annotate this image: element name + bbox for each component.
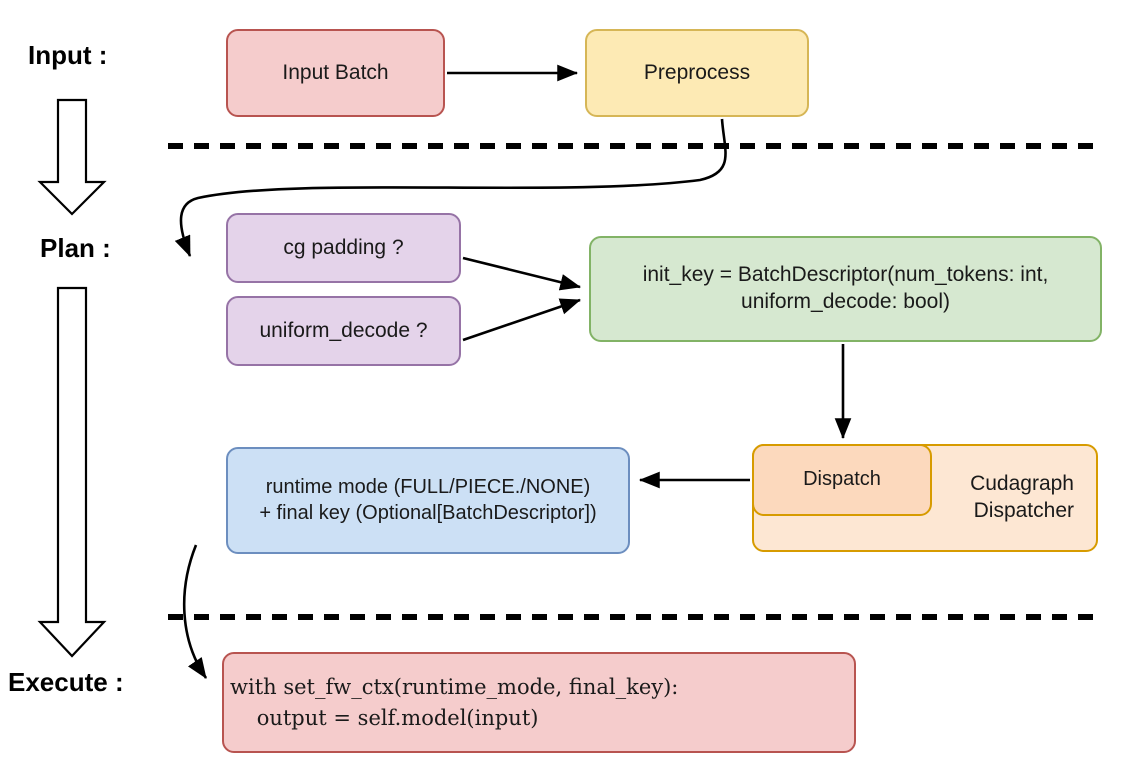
node-dispatch-label: Dispatch: [803, 468, 881, 491]
node-cudagraph-dispatcher-line-2: Dispatcher: [973, 499, 1074, 522]
node-preprocess-label: Preprocess: [643, 60, 751, 84]
node-cg-padding[interactable]: cg padding ?: [226, 213, 461, 283]
stage-label-input: Input :: [28, 40, 108, 70]
node-init-key[interactable]: init_key = BatchDescriptor(num_tokens: i…: [589, 236, 1102, 342]
edge-runtime-mode-to-execute-code: [182, 544, 208, 679]
node-runtime-mode-line-2: + final key (Optional[BatchDescriptor]): [259, 501, 597, 524]
node-uniform-decode[interactable]: uniform_decode ?: [226, 296, 461, 366]
node-input-batch-label: Input Batch: [282, 60, 389, 84]
node-runtime-mode-line-1: runtime mode (FULL/PIECE./NONE): [265, 475, 591, 498]
node-cudagraph-dispatcher-line-1: Cudagraph: [970, 472, 1074, 496]
node-preprocess[interactable]: Preprocess: [585, 29, 809, 117]
stage-label-plan: Plan :: [40, 233, 111, 263]
node-cg-padding-label: cg padding ?: [283, 235, 404, 259]
node-init-key-line-1: init_key = BatchDescriptor(num_tokens: i…: [642, 263, 1049, 287]
edge-uniform-decode-to-init-key: [462, 298, 581, 342]
node-init-key-line-2: uniform_decode: bool): [741, 290, 950, 313]
stage-label-execute: Execute :: [8, 667, 124, 697]
flow-arrow-input-to-plan: [37, 98, 107, 216]
node-runtime-mode[interactable]: runtime mode (FULL/PIECE./NONE) + final …: [226, 447, 630, 554]
node-uniform-decode-label: uniform_decode ?: [259, 318, 428, 342]
node-execute-code-line-2: output = self.model(input): [230, 705, 539, 730]
flow-arrow-plan-to-execute: [37, 286, 107, 658]
node-input-batch[interactable]: Input Batch: [226, 29, 445, 117]
edge-cg-padding-to-init-key: [462, 256, 582, 291]
node-dispatch[interactable]: Dispatch: [752, 444, 932, 516]
node-execute-code-line-1: with set_fw_ctx(runtime_mode, final_key)…: [230, 675, 679, 700]
node-execute-code[interactable]: with set_fw_ctx(runtime_mode, final_key)…: [222, 652, 856, 753]
